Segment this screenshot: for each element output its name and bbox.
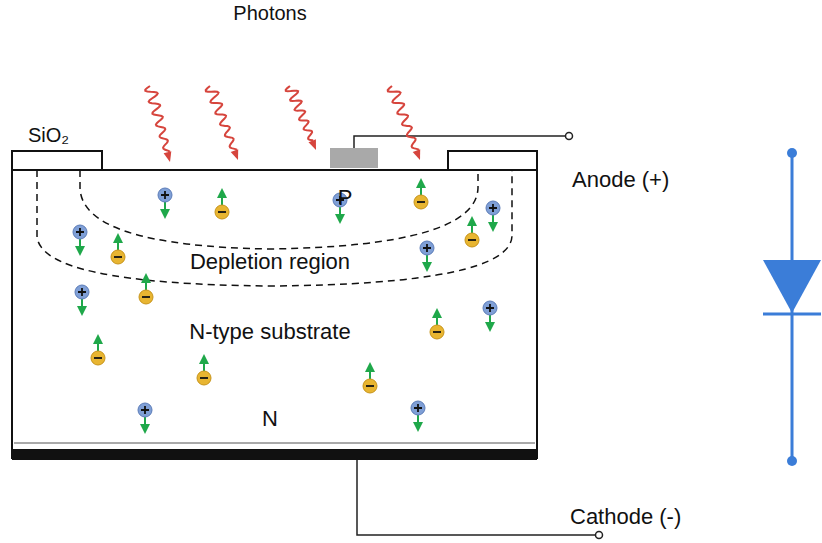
- photon-arrowhead: [309, 139, 317, 150]
- plus-sign: [76, 228, 84, 236]
- plus-sign: [141, 406, 149, 414]
- hole: [420, 241, 434, 255]
- anode-contact: [330, 148, 378, 168]
- anode-terminal: [566, 133, 573, 140]
- hole: [138, 403, 152, 417]
- hole-drift-arrow: [489, 315, 491, 330]
- p-region-boundary: [80, 170, 478, 249]
- diode-bar: [763, 313, 821, 316]
- cathode-terminal: [596, 532, 603, 539]
- plus-sign: [423, 244, 431, 252]
- depletion-boundary: [37, 170, 512, 286]
- electron: [414, 195, 428, 209]
- electron-drift-arrow: [436, 310, 438, 325]
- photon-wave: [145, 86, 170, 152]
- photon-arrowhead: [164, 151, 172, 162]
- minus-sign: [218, 211, 226, 213]
- electron: [91, 351, 105, 365]
- electron-drift-arrow: [203, 356, 205, 371]
- minus-sign: [114, 256, 122, 258]
- plus-sign: [486, 304, 494, 312]
- hole-drift-arrow: [164, 202, 166, 217]
- anode-wire: [354, 136, 566, 148]
- hole-drift-arrow: [81, 299, 83, 314]
- terminal-label: Cathode (-): [570, 505, 681, 529]
- electron-drift-arrow: [221, 190, 223, 205]
- figure-heading: Photons: [233, 2, 306, 24]
- electron: [363, 379, 377, 393]
- minus-sign: [417, 201, 425, 203]
- electron-drift-arrow: [369, 364, 371, 379]
- diode-dot: [787, 456, 797, 466]
- plus-sign: [78, 288, 86, 296]
- electron-drift-arrow: [145, 275, 147, 290]
- cathode-metal: [12, 449, 537, 460]
- photon-arrowhead: [231, 149, 239, 160]
- plus-sign: [489, 204, 497, 212]
- region-label: N-type substrate: [189, 320, 350, 344]
- hole: [483, 301, 497, 315]
- oxide-right: [448, 151, 537, 170]
- electron-drift-arrow: [471, 218, 473, 233]
- terminal-label: Anode (+): [572, 168, 669, 192]
- electron: [111, 250, 125, 264]
- minus-sign: [468, 239, 476, 241]
- region-label: P: [338, 186, 353, 210]
- electron-drift-arrow: [420, 180, 422, 195]
- plus-sign: [161, 191, 169, 199]
- hole: [411, 401, 425, 415]
- cathode-wire: [357, 460, 596, 535]
- photon-wave: [286, 86, 314, 140]
- region-label: Depletion region: [190, 250, 350, 274]
- minus-sign: [366, 385, 374, 387]
- plus-sign: [414, 404, 422, 412]
- hole-drift-arrow: [492, 215, 494, 230]
- oxide-label: SiO₂: [28, 124, 69, 146]
- electron-drift-arrow: [97, 336, 99, 351]
- minus-sign: [94, 357, 102, 359]
- oxide-left: [12, 151, 102, 170]
- electron: [139, 290, 153, 304]
- diode-dot: [787, 148, 797, 158]
- minus-sign: [200, 377, 208, 379]
- hole: [486, 201, 500, 215]
- photon-arrowhead: [413, 149, 421, 160]
- region-label: N: [262, 407, 278, 431]
- hole: [158, 188, 172, 202]
- hole: [73, 225, 87, 239]
- hole-drift-arrow: [417, 415, 419, 430]
- hole-drift-arrow: [79, 239, 81, 254]
- photon-wave: [206, 86, 237, 150]
- electron-drift-arrow: [117, 235, 119, 250]
- substrate-body: [12, 170, 537, 458]
- minus-sign: [433, 331, 441, 333]
- electron: [430, 325, 444, 339]
- hole: [75, 285, 89, 299]
- hole-drift-arrow: [144, 417, 146, 432]
- electron: [197, 371, 211, 385]
- electron: [465, 233, 479, 247]
- n-plus-layer: [14, 443, 535, 444]
- hole-drift-arrow: [426, 255, 428, 270]
- photon-wave: [388, 86, 419, 150]
- electron: [215, 205, 229, 219]
- diode-triangle: [763, 260, 821, 313]
- minus-sign: [142, 296, 150, 298]
